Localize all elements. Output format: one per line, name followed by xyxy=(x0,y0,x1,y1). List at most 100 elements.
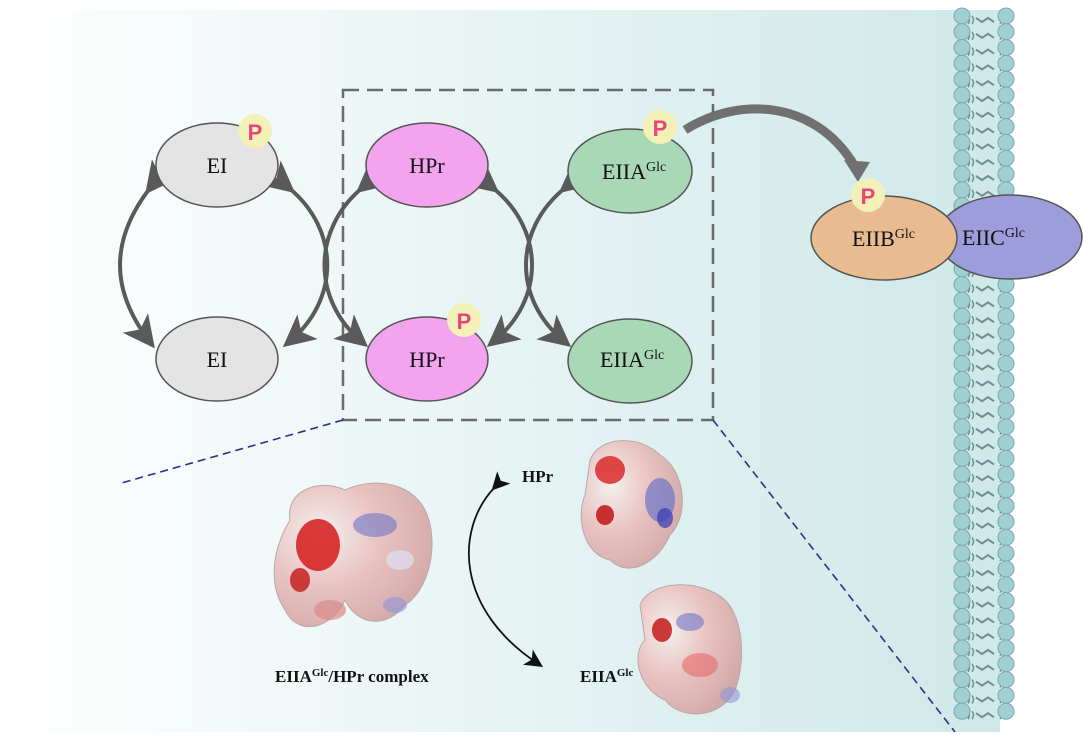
lipid-head xyxy=(953,544,971,562)
lipid-tail-link xyxy=(975,348,995,356)
lipid-tail-link xyxy=(975,443,995,450)
phosphate-label-hpr: P xyxy=(457,309,472,334)
lipid-head xyxy=(997,465,1015,483)
phosphate-badge-eiib: P xyxy=(851,178,885,212)
phosphate-badge-eiia: P xyxy=(643,110,677,144)
lipid-head xyxy=(997,149,1015,167)
lipid-tail-link xyxy=(975,95,995,103)
lipid-head xyxy=(953,323,971,341)
lipid-head xyxy=(997,497,1015,515)
eiia-bottom-label: EIIAGlc xyxy=(600,347,664,372)
lipid-head xyxy=(997,386,1015,404)
lipid-head xyxy=(997,513,1015,531)
eiia-phospho-ellipse xyxy=(567,128,693,214)
lipid-head xyxy=(953,481,971,499)
lipid-tail-link xyxy=(975,16,995,24)
hpr-ellipse xyxy=(365,122,489,208)
phosphate-badge-hpr: P xyxy=(447,303,481,337)
lipid-tail-link xyxy=(975,364,995,371)
lipid-head xyxy=(953,386,971,404)
eiia-structure-sup: Glc xyxy=(617,667,634,679)
background-panel xyxy=(0,10,1000,732)
lipid-head xyxy=(997,576,1015,594)
lipid-head xyxy=(997,623,1015,641)
eiia-top-label: EIIAGlc xyxy=(602,159,666,184)
lipid-head xyxy=(997,118,1015,136)
lipid-head xyxy=(953,54,971,72)
lipid-tail-link xyxy=(975,459,995,466)
lipid-head xyxy=(953,181,971,199)
lipid-tail-link xyxy=(975,143,995,150)
lipid-tail-link xyxy=(975,522,995,529)
lipid-head xyxy=(953,528,971,546)
lipid-head xyxy=(997,592,1015,610)
lipid-head xyxy=(997,686,1015,704)
lipid-head xyxy=(997,702,1015,720)
lipid-head xyxy=(997,323,1015,341)
lipid-head xyxy=(997,70,1015,88)
lipid-head xyxy=(997,291,1015,309)
eiib-label: EIIBGlc xyxy=(852,226,915,251)
eiia-structure-image xyxy=(637,584,742,715)
lipid-tail-link xyxy=(975,427,995,435)
lipid-head xyxy=(997,339,1015,357)
phosphate-label-eiib: P xyxy=(861,184,876,209)
lipid-tail-link xyxy=(975,285,995,292)
ei-bottom-label: EI xyxy=(207,347,228,372)
lipid-tail-link xyxy=(975,632,995,640)
lipid-head xyxy=(997,528,1015,546)
lipid-head xyxy=(997,165,1015,183)
lipid-tail-link xyxy=(975,696,995,703)
lipid-head xyxy=(997,481,1015,499)
lipid-head xyxy=(953,513,971,531)
lipid-tail-link xyxy=(975,601,995,608)
lipid-tail-link xyxy=(975,64,995,71)
lipid-head xyxy=(953,434,971,452)
lipid-head xyxy=(997,307,1015,325)
eiia-structure-main: EIIA xyxy=(580,667,618,686)
lipid-head xyxy=(997,544,1015,562)
ei-top-label: EI xyxy=(207,153,228,178)
lipid-head xyxy=(997,639,1015,657)
lipid-tail-link xyxy=(975,490,995,498)
lipid-tail-link xyxy=(975,506,995,514)
phosphate-badge-ei: P xyxy=(238,114,272,148)
lipid-head xyxy=(953,402,971,420)
lipid-head xyxy=(953,465,971,483)
lipid-head xyxy=(953,339,971,357)
lipid-tail-link xyxy=(975,411,995,419)
ei-hpr-arrow-a xyxy=(260,160,330,348)
hpr-structure-image xyxy=(580,440,683,569)
ei-hpr-arrow-b xyxy=(322,160,391,348)
hpr-phospho-ellipse xyxy=(365,316,489,402)
lipid-tail-link xyxy=(975,127,995,134)
lipid-tail-link xyxy=(975,474,995,482)
zoom-line-right xyxy=(712,419,956,733)
lipid-head xyxy=(953,449,971,467)
lipid-head xyxy=(997,23,1015,41)
hpr-bottom-label: HPr xyxy=(409,347,445,372)
lipid-head xyxy=(953,39,971,57)
lipid-tail-link xyxy=(975,174,995,182)
lipid-tail-link xyxy=(975,538,995,545)
ei-ellipse xyxy=(155,316,279,402)
lipid-head xyxy=(997,355,1015,373)
eiia-to-eiib-arrowhead xyxy=(844,160,870,182)
phosphate-label-eiia: P xyxy=(653,116,668,141)
lipid-head xyxy=(953,497,971,515)
lipid-tail-link xyxy=(975,711,995,719)
lipid-head xyxy=(953,7,971,25)
lipid-head xyxy=(953,307,971,325)
transfer-arrows xyxy=(118,159,594,349)
lipid-head xyxy=(953,70,971,88)
lipid-head xyxy=(953,118,971,136)
lipid-head xyxy=(953,276,971,294)
lipid-head xyxy=(953,418,971,436)
lipid-tail-link xyxy=(975,617,995,624)
lipid-head xyxy=(953,370,971,388)
ei-cycle-arrow xyxy=(118,159,178,349)
lipid-head xyxy=(953,102,971,120)
lipid-head xyxy=(997,560,1015,578)
lipid-head xyxy=(953,592,971,610)
lipid-head xyxy=(997,7,1015,25)
